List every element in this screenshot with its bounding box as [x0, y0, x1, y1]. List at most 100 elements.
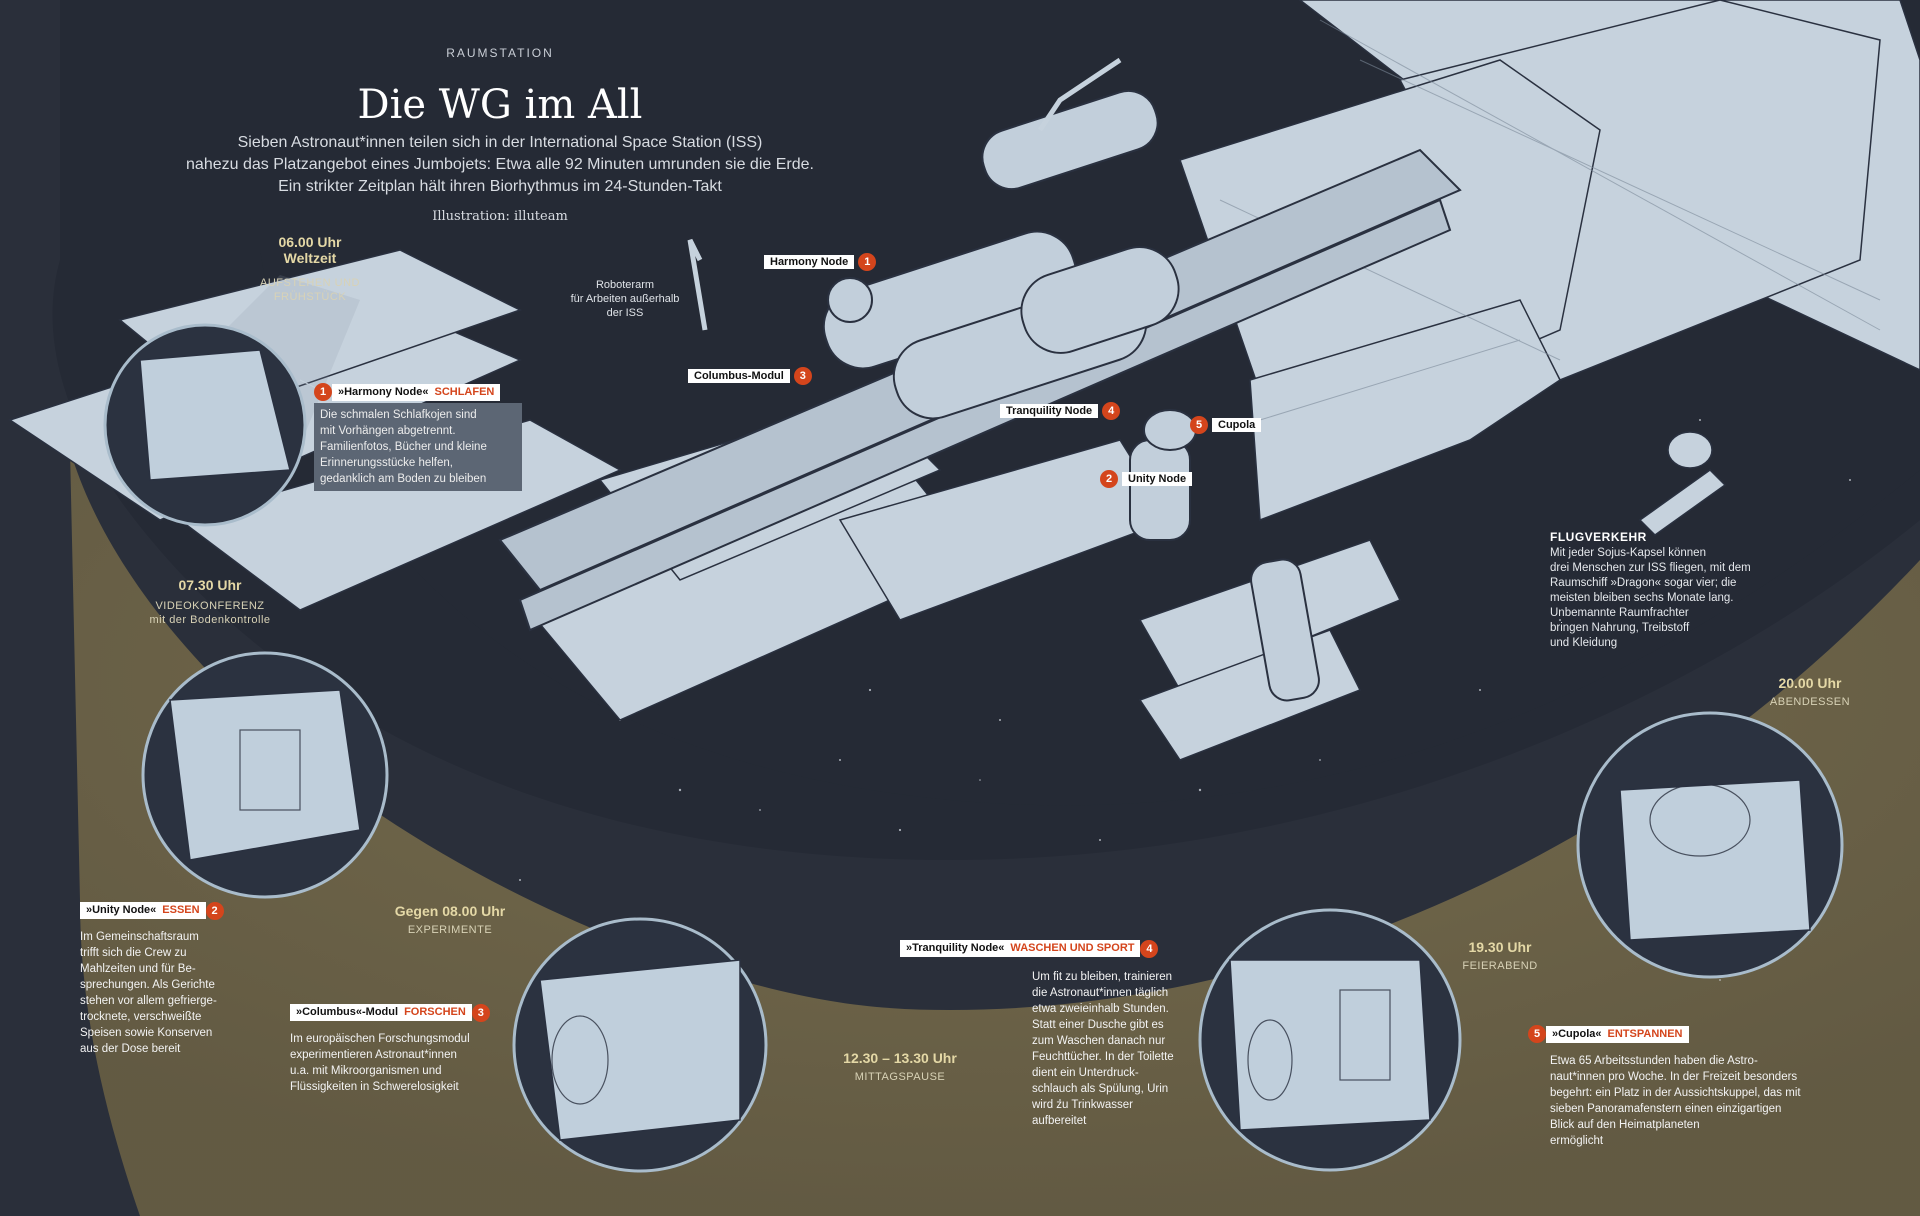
text-line: etwa zweieinhalb Stunden. [1032, 1003, 1169, 1015]
text-line: Mahlzeiten und für Be- [80, 963, 196, 975]
text-line: ermöglicht [1550, 1134, 1604, 1147]
time-label-2: Weltzeit [283, 250, 337, 266]
flugverkehr-box: FLUGVERKEHR Mit jeder Sojus-Kapsel könne… [1550, 530, 1810, 651]
text-line: zum Waschen danach nur [1032, 1035, 1166, 1047]
module-activity: WASCHEN UND SPORT [1010, 940, 1141, 957]
time-label: 12.30 – 13.30 Uhr [843, 1050, 957, 1066]
iss-label-text: Unity Node [1122, 472, 1193, 486]
text-line: Raumschiff »Dragon« sogar vier; die [1550, 577, 1737, 589]
text-line: Die schmalen Schlafkojen sind [320, 408, 477, 421]
text-line: naut*innen pro Woche. In der Freizeit be… [1550, 1070, 1798, 1083]
callout-heading: 5 »Cupola« ENTSPANNEN [1528, 1025, 1689, 1043]
text-line: meisten bleiben sechs Monate lang. [1550, 592, 1734, 604]
text-line: sprechungen. Als Gerichte [80, 979, 215, 991]
text-line: Blick auf den Heimatplaneten [1550, 1118, 1700, 1131]
section-label: RAUMSTATION [446, 46, 554, 60]
text-line: und Kleidung [1550, 637, 1618, 649]
text-line: aufbereitet [1032, 1115, 1087, 1127]
text-line: wird zu Trinkwasser [1032, 1099, 1133, 1111]
callout-heading: »Columbus«-Modul FORSCHEN 3 [290, 1003, 490, 1022]
activity-label: VIDEOKONFERENZ [155, 600, 265, 612]
text-line: begehrt: ein Platz in der Aussichtskuppe… [1550, 1086, 1801, 1099]
number-badge: 2 [1100, 470, 1118, 488]
text-line: die Astronaut*innen täglich [1032, 987, 1169, 999]
callout-heading: »Tranquility Node« WASCHEN UND SPORT 4 [900, 939, 1159, 958]
number-badge: 1 [858, 253, 877, 271]
iss-label-harmony: Harmony Node 1 [764, 253, 877, 271]
number-badge: 1 [314, 383, 332, 401]
timeline-2000: 20.00 Uhr ABENDESSEN [1740, 675, 1880, 709]
time-label: Gegen 08.00 Uhr [394, 903, 506, 919]
callout-text: Im Gemeinschaftsraum trifft sich die Cre… [80, 929, 260, 1057]
intro-text: Sieben Astronaut*innen teilen sich in de… [140, 132, 860, 198]
callout-heading: »Unity Node« ESSEN 2 [80, 901, 224, 920]
module-name: »Harmony Node« [332, 383, 435, 401]
module-activity: ESSEN [162, 902, 206, 919]
number-badge: 4 [1140, 939, 1159, 958]
text-line: Familienfotos, Bücher und kleine [320, 440, 487, 453]
text-line: gedanklich am Boden zu bleiben [320, 472, 487, 485]
text-line: Erinnerungsstücke helfen, [320, 456, 453, 469]
callout-heading: 1 »Harmony Node« SCHLAFEN [314, 383, 501, 401]
callout-harmony: 1 »Harmony Node« SCHLAFEN Die schmalen S… [314, 382, 522, 491]
timeline-0600: 06.00 Uhr Weltzeit AUFSTEHEN UND FRÜHSTÜ… [230, 234, 390, 304]
activity-label: FEIERABEND [1462, 960, 1538, 972]
activity-label-2: mit der Bodenkontrolle [149, 614, 271, 626]
text-line: Unbemannte Raumfrachter [1550, 607, 1689, 619]
text-line: bringen Nahrung, Treibstoff [1550, 622, 1690, 634]
iss-label-text: Cupola [1212, 418, 1262, 432]
callout-text: Etwa 65 Arbeitsstunden haben die Astro- … [1550, 1053, 1890, 1149]
robot-arm [687, 57, 1122, 331]
robot-arm-note: Roboterarm für Arbeiten außerhalb der IS… [550, 278, 700, 320]
number-badge: 2 [205, 901, 224, 920]
note-line: Roboterarm [595, 279, 655, 291]
text-line: trifft sich die Crew zu [80, 947, 187, 959]
callout-unity: »Unity Node« ESSEN 2 Im Gemeinschaftsrau… [80, 900, 260, 1057]
iss-label-tranquility: Tranquility Node 4 [1000, 402, 1121, 420]
text-line: Etwa 65 Arbeitsstunden haben die Astro- [1550, 1054, 1758, 1067]
text-line: schlauch als Spülung, Urin [1032, 1083, 1169, 1095]
time-label: 19.30 Uhr [1468, 939, 1532, 955]
activity-label: MITTAGSPAUSE [854, 1071, 946, 1083]
text-line: mit Vorhängen abgetrennt. [320, 424, 456, 437]
text-line: Mit jeder Sojus-Kapsel können [1550, 547, 1706, 559]
text-line: u.a. mit Mikroorganismen und [290, 1065, 442, 1077]
text-line: Feuchttücher. In der Toilette [1032, 1051, 1174, 1063]
text-line: dient ein Unterdruck- [1032, 1067, 1139, 1079]
number-badge: 3 [793, 367, 812, 385]
time-label: 06.00 Uhr [278, 234, 342, 250]
intro-line: nahezu das Platzangebot eines Jumbojets:… [186, 156, 814, 173]
text-line: Im Gemeinschaftsraum [80, 931, 199, 943]
iss-label-cupola: 5 Cupola [1190, 416, 1262, 434]
callout-columbus: »Columbus«-Modul FORSCHEN 3 Im europäisc… [290, 1002, 520, 1095]
text-line: Im europäischen Forschungsmodul [290, 1033, 470, 1045]
module-name: »Cupola« [1546, 1025, 1608, 1043]
activity-label: ABENDESSEN [1769, 696, 1851, 708]
callout-text: Die schmalen Schlafkojen sind mit Vorhän… [314, 402, 522, 491]
note-line: der ISS [606, 307, 644, 319]
modules [822, 89, 1320, 702]
module-interiors [139, 349, 1811, 1141]
text-line: trocknete, verschweißte [80, 1011, 202, 1023]
module-activity: FORSCHEN [404, 1004, 472, 1021]
activity-label-2: FRÜHSTÜCK [273, 291, 347, 303]
callout-text: Im europäischen Forschungsmodul experime… [290, 1031, 520, 1095]
timeline-1930: 19.30 Uhr FEIERABEND [1430, 939, 1570, 973]
module-activity: SCHLAFEN [434, 383, 501, 401]
module-name: »Columbus«-Modul [290, 1004, 405, 1021]
text-line: aus der Dose bereit [80, 1043, 181, 1055]
timeline-0730: 07.30 Uhr VIDEOKONFERENZ mit der Bodenko… [130, 577, 290, 627]
activity-label: EXPERIMENTE [407, 924, 493, 936]
number-badge: 5 [1190, 416, 1208, 434]
callout-tranquility: »Tranquility Node« WASCHEN UND SPORT 4 U… [900, 938, 1202, 1129]
text-line: stehen vor allem gefrierge- [80, 995, 217, 1007]
text-line: Statt einer Dusche gibt es [1032, 1019, 1164, 1031]
time-label: 20.00 Uhr [1778, 675, 1842, 691]
text-line: Speisen sowie Konserven [80, 1027, 213, 1039]
note-line: für Arbeiten außerhalb [570, 293, 680, 305]
illustration-credit: Illustration: illuteam [432, 209, 568, 224]
iss-label-unity: 2 Unity Node [1100, 470, 1193, 488]
callout-text: Um fit zu bleiben, trainieren die Astron… [1032, 969, 1202, 1129]
timeline-1230: 12.30 – 13.30 Uhr MITTAGSPAUSE [810, 1050, 990, 1084]
